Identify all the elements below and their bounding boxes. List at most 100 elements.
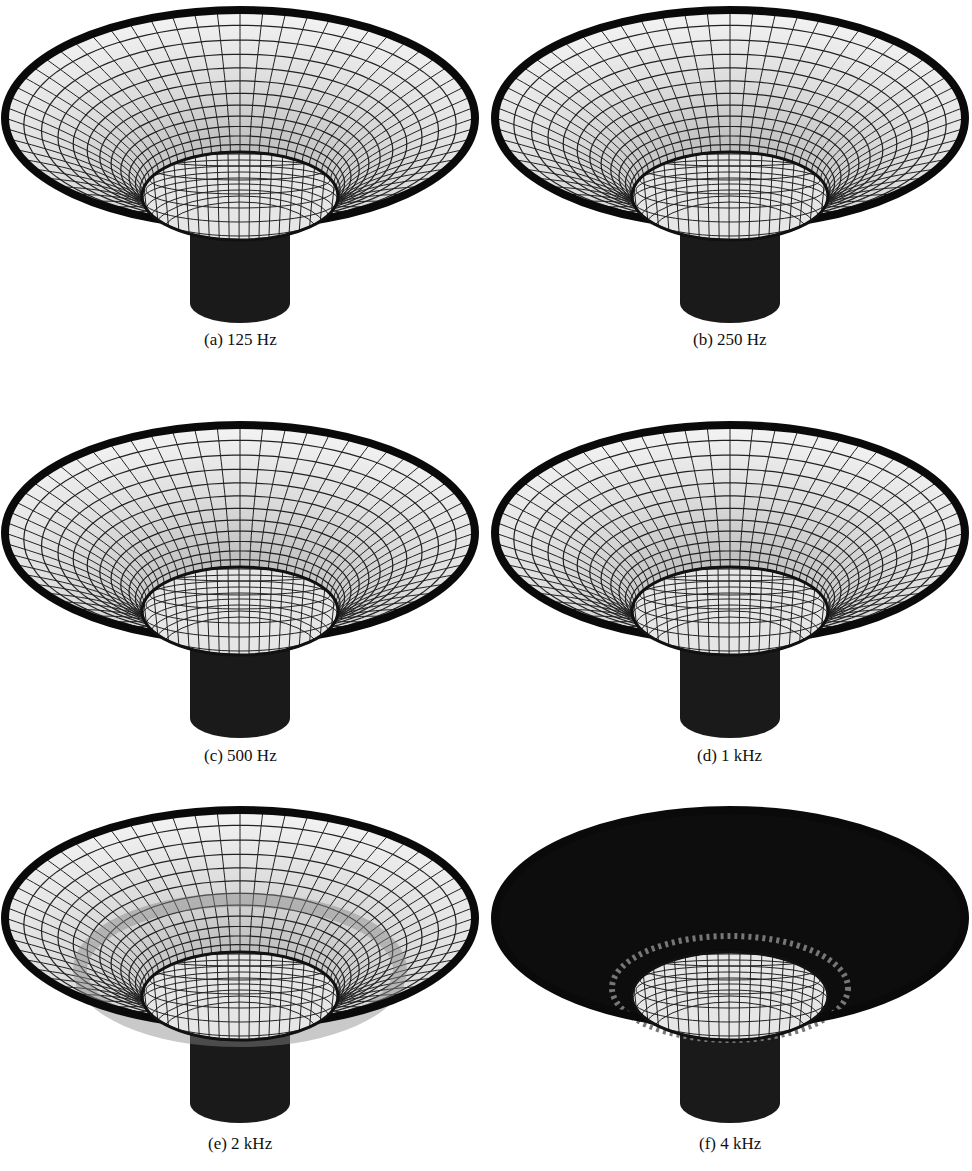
mesh-line — [151, 950, 160, 1042]
dust-cap — [632, 952, 828, 1040]
mesh-line — [799, 457, 896, 580]
mesh-line — [269, 565, 272, 657]
dust-cap-grid — [140, 950, 338, 1078]
mesh-line — [309, 457, 406, 580]
mesh-line — [24, 440, 456, 638]
speaker-cone — [5, 10, 475, 323]
mesh-line — [109, 828, 185, 959]
mesh-line — [294, 443, 370, 574]
cone-rim — [5, 425, 475, 641]
dust-cap-grid — [140, 150, 338, 278]
mesh-line — [294, 28, 370, 159]
dust-cap — [632, 152, 828, 240]
dust-cap — [142, 152, 338, 240]
mesh-line — [641, 565, 650, 657]
mesh-line — [652, 950, 660, 1042]
mesh-line — [129, 823, 194, 957]
speaker-cone — [5, 810, 475, 1123]
mesh-line — [759, 150, 762, 242]
mesh-line — [564, 457, 661, 580]
mesh-line — [799, 42, 896, 165]
mesh-line — [142, 178, 338, 222]
mesh-line — [206, 565, 209, 657]
mesh-line — [784, 443, 860, 574]
mesh-line — [652, 565, 660, 657]
cone-rim — [495, 10, 965, 226]
mesh-line — [564, 42, 661, 165]
mesh-line — [109, 443, 185, 574]
mesh-line — [162, 150, 170, 242]
mesh-line — [619, 23, 684, 157]
mesh-line — [696, 565, 699, 657]
dust-cap — [142, 952, 338, 1040]
mesh-line — [707, 150, 709, 242]
mesh-line — [309, 42, 406, 165]
mesh-line — [514, 25, 946, 223]
mesh-line — [749, 565, 751, 657]
mesh-line — [632, 978, 828, 1022]
mesh-line — [142, 593, 338, 637]
cone-surface — [495, 810, 965, 1026]
mesh-line — [759, 565, 762, 657]
mesh-line — [206, 150, 209, 242]
panel-caption: (f) 4 kHz — [697, 1134, 763, 1154]
mesh-line — [269, 150, 272, 242]
panel-caption: (b) 250 Hz — [691, 330, 769, 350]
mesh-line — [641, 150, 650, 242]
mesh-line — [632, 593, 828, 637]
mesh-line — [74, 42, 171, 165]
mesh-line — [142, 978, 338, 1022]
mesh-line — [129, 438, 194, 572]
mesh-line — [279, 150, 283, 242]
panel-caption: (a) 125 Hz — [202, 330, 279, 350]
cone-surface — [5, 810, 475, 1026]
mesh-line — [696, 950, 699, 1042]
mesh-line — [707, 565, 709, 657]
mesh-line — [641, 950, 650, 1042]
mesh-line — [195, 565, 200, 657]
mesh-line — [599, 443, 675, 574]
mesh-line — [217, 150, 219, 242]
mesh-line — [195, 950, 200, 1042]
speaker-cone — [495, 10, 965, 323]
mesh-line — [685, 150, 690, 242]
mesh-line — [259, 150, 261, 242]
voice-coil — [680, 698, 780, 738]
mesh-line — [632, 178, 828, 222]
mesh-line — [769, 950, 773, 1042]
cone-surface — [495, 10, 965, 226]
dust-cap-grid — [630, 565, 828, 693]
panel-caption: (e) 2 kHz — [206, 1134, 274, 1154]
mesh-line — [685, 950, 690, 1042]
mesh-line — [696, 150, 699, 242]
panel-caption: (d) 1 kHz — [695, 746, 764, 766]
mesh-line — [217, 950, 219, 1042]
cone-rim — [495, 425, 965, 641]
dust-cap-grid — [140, 565, 338, 693]
mesh-line — [24, 25, 456, 223]
speaker-cone — [5, 425, 475, 738]
mesh-line — [707, 950, 709, 1042]
dust-cap — [142, 567, 338, 655]
mesh-line — [129, 23, 194, 157]
mesh-line — [612, 936, 848, 1040]
cone-surface — [495, 425, 965, 641]
mesh-line — [769, 565, 773, 657]
speaker-cone — [495, 425, 965, 738]
panel-caption: (c) 500 Hz — [202, 746, 279, 766]
mesh-line — [685, 565, 690, 657]
voice-coil — [680, 283, 780, 323]
cone-surface — [5, 10, 475, 226]
dust-cap-grid — [630, 950, 828, 1078]
mesh-line — [206, 950, 209, 1042]
speaker-cone — [495, 810, 965, 1123]
dust-cap — [632, 567, 828, 655]
mesh-line — [784, 28, 860, 159]
mesh-line — [279, 565, 283, 657]
cone-rim — [495, 810, 965, 1026]
mesh-line — [74, 457, 171, 580]
mesh-line — [749, 150, 751, 242]
voice-coil — [680, 1083, 780, 1123]
mesh-line — [599, 28, 675, 159]
